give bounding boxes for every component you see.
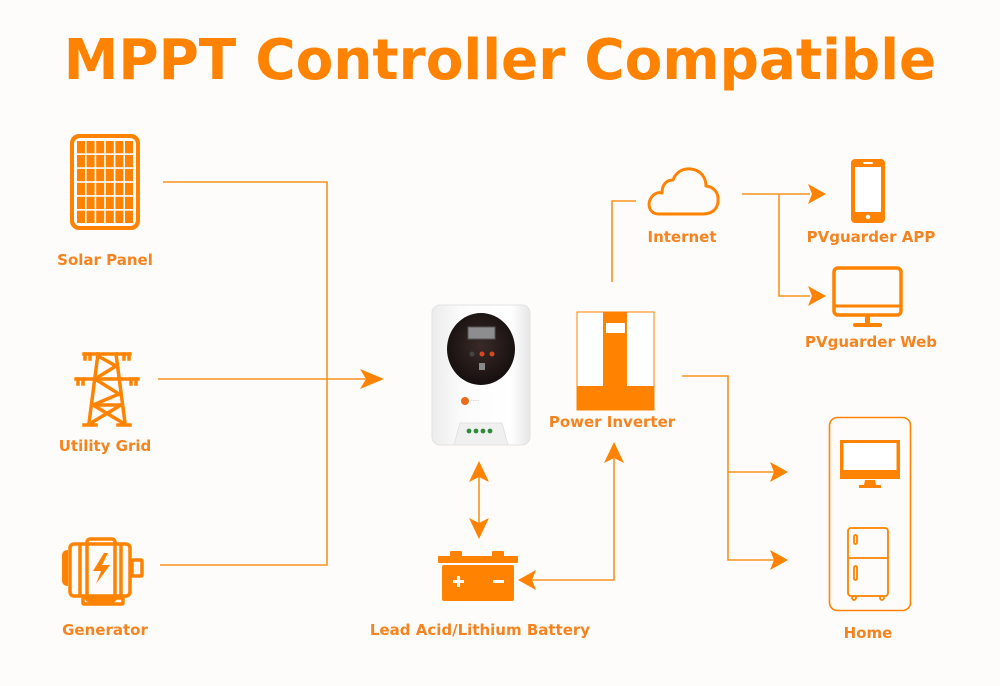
solar-cell xyxy=(125,210,133,223)
battery-label: Lead Acid/Lithium Battery xyxy=(369,621,591,639)
wire-inverter-home xyxy=(682,375,775,561)
arrow-down-battery xyxy=(469,518,489,539)
solar-cell xyxy=(96,196,105,210)
solar-cell xyxy=(86,196,95,210)
solar-cell xyxy=(96,154,105,168)
pvguarder-app-node xyxy=(850,158,886,228)
generator-node xyxy=(58,536,154,610)
solar-cell xyxy=(96,210,105,223)
pvguarder-app-label: PVguarder APP xyxy=(806,228,936,246)
utility-grid-node xyxy=(74,350,140,434)
mppt-controller-image: ····· xyxy=(431,304,531,446)
solar-panel-node: /* grid drawn below */ xyxy=(68,132,142,236)
home-appliances-icon xyxy=(828,416,912,612)
solar-cell xyxy=(115,168,124,182)
solar-cell xyxy=(77,196,85,210)
power-inverter-label: Power Inverter xyxy=(548,413,676,431)
solar-cell xyxy=(125,141,133,154)
mppt-controller-device: ····· xyxy=(430,303,532,457)
inverter-icon xyxy=(576,311,655,411)
battery-icon xyxy=(438,551,518,601)
generator-icon xyxy=(62,537,144,606)
solar-panel-icon: /* grid drawn below */ xyxy=(70,134,140,230)
svg-text:·····: ····· xyxy=(471,398,479,404)
tv-icon xyxy=(840,440,900,488)
monitor-icon xyxy=(832,266,903,327)
solar-cell xyxy=(77,182,85,196)
wire-solar xyxy=(160,181,328,566)
page-title: MPPT Controller Compatible xyxy=(63,28,937,93)
solar-cell xyxy=(115,141,124,154)
solar-cell xyxy=(96,168,105,182)
solar-cell xyxy=(115,210,124,223)
arrow-to-controller xyxy=(360,369,384,389)
internet-label: Internet xyxy=(647,228,717,246)
transmission-tower-icon xyxy=(74,352,140,427)
solar-cell xyxy=(86,154,95,168)
internet-node xyxy=(645,166,721,222)
solar-cell xyxy=(115,196,124,210)
solar-cell xyxy=(77,210,85,223)
solar-cell xyxy=(86,210,95,223)
solar-cell xyxy=(77,168,85,182)
solar-cell xyxy=(86,141,95,154)
solar-cell xyxy=(96,141,105,154)
solar-cell xyxy=(115,154,124,168)
arrow-to-app xyxy=(808,184,826,204)
solar-cell xyxy=(96,182,105,196)
battery-node xyxy=(438,549,520,607)
arrow-to-web xyxy=(808,286,826,306)
solar-cell xyxy=(105,196,114,210)
solar-cell xyxy=(115,182,124,196)
home-label: Home xyxy=(843,624,893,642)
utility-grid-label: Utility Grid xyxy=(58,437,152,455)
wire-inverter-internet xyxy=(611,200,636,282)
pvguarder-web-label: PVguarder Web xyxy=(805,333,937,351)
solar-cell xyxy=(105,168,114,182)
generator-label: Generator xyxy=(62,621,148,639)
solar-cell xyxy=(86,182,95,196)
refrigerator-icon xyxy=(847,527,889,601)
solar-panel-label: Solar Panel xyxy=(57,251,153,269)
solar-cell xyxy=(105,141,114,154)
arrow-to-home-fridge xyxy=(770,550,788,570)
wire-inverter-battery xyxy=(530,456,615,581)
solar-cell xyxy=(77,154,85,168)
solar-cell xyxy=(86,168,95,182)
solar-cell xyxy=(125,154,133,168)
arrow-up-inverter xyxy=(604,442,624,463)
solar-cell xyxy=(77,141,85,154)
solar-cell xyxy=(125,196,133,210)
solar-cell xyxy=(105,154,114,168)
solar-cell xyxy=(105,182,114,196)
solar-cell xyxy=(105,210,114,223)
arrow-to-home-tv xyxy=(770,462,788,482)
arrow-up-controller xyxy=(469,461,489,482)
solar-cell xyxy=(125,168,133,182)
smartphone-icon xyxy=(851,159,885,223)
wire-internet-web xyxy=(778,194,810,297)
power-inverter-node xyxy=(576,311,656,415)
cloud-icon xyxy=(647,167,720,216)
solar-cell xyxy=(125,182,133,196)
pvguarder-web-node xyxy=(832,266,904,334)
home-node xyxy=(828,416,912,618)
arrow-to-battery xyxy=(518,570,536,590)
